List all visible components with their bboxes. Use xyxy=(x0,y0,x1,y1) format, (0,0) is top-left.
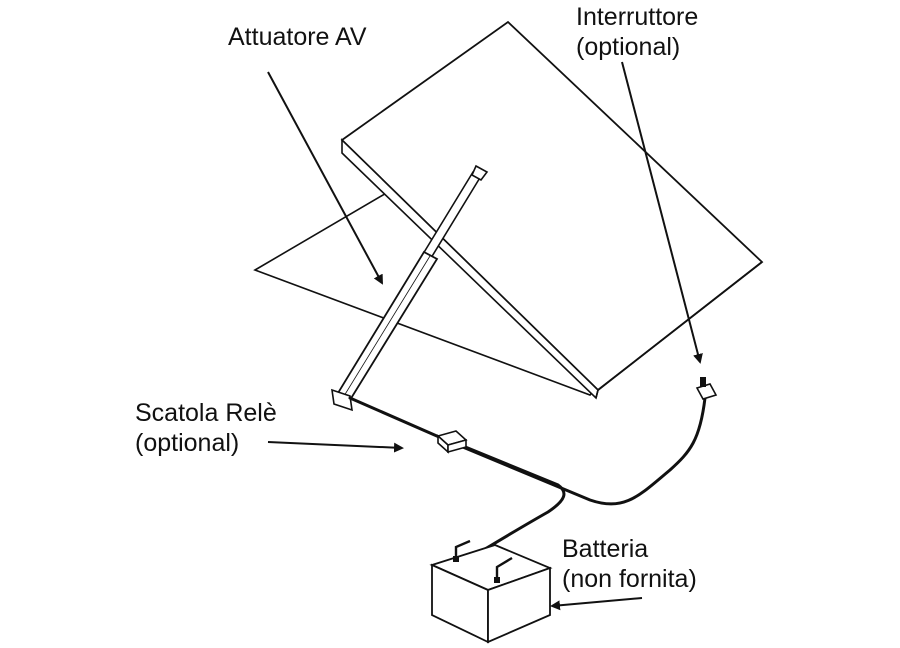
solar-panel xyxy=(340,20,764,400)
actuator xyxy=(331,164,489,412)
switch xyxy=(695,377,718,400)
relay-label-line-2: (optional) xyxy=(135,429,240,457)
actuator-label-line-1: Attuatore AV xyxy=(228,23,367,51)
relay-box xyxy=(436,430,468,454)
battery-label-line-2: (non fornita) xyxy=(562,565,697,593)
switch-callout-arrow xyxy=(621,61,703,364)
battery-label: Batteria (non fornita) xyxy=(562,534,697,594)
switch-label: Interruttore (optional) xyxy=(576,2,698,62)
actuator-callout-arrow xyxy=(267,71,383,285)
relay-callout-arrow xyxy=(267,441,404,453)
actuator-base-bracket xyxy=(331,388,353,412)
switch-label-line-2: (optional) xyxy=(576,33,681,61)
battery-label-line-1: Batteria xyxy=(562,535,649,563)
switch-label-line-1: Interruttore xyxy=(576,3,699,31)
actuator-label: Attuatore AV xyxy=(228,22,367,52)
relay-label-line-1: Scatola Relè xyxy=(135,399,277,427)
battery xyxy=(429,539,553,644)
relay-label: Scatola Relè (optional) xyxy=(135,398,277,458)
battery-callout-arrow xyxy=(550,597,643,611)
wiring xyxy=(348,396,707,554)
